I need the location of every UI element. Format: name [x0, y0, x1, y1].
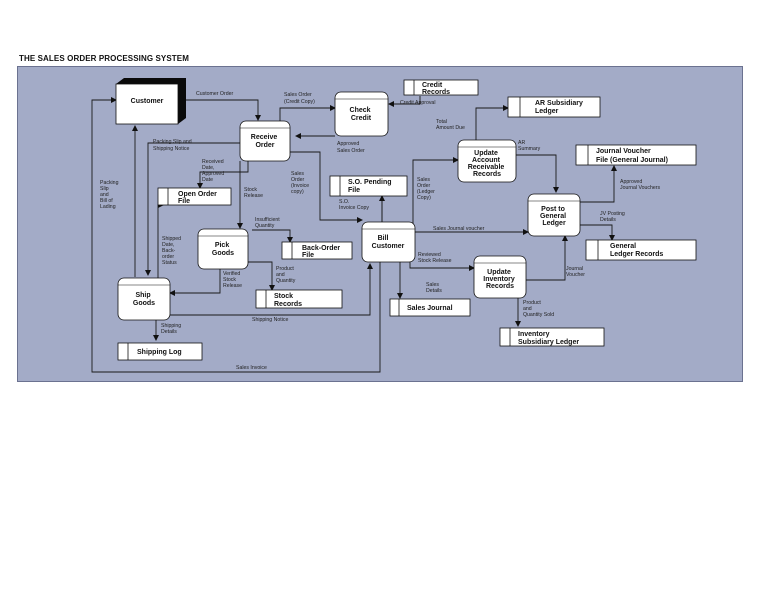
process-pick-goods-label: Pick Goods [212, 242, 234, 257]
store-open-order-label: Open Order File [178, 191, 219, 205]
flow-sales-invoice [91, 97, 381, 373]
label-shipping-details: Shipping Details [161, 323, 183, 335]
store-inventory-ledger: Inventory Subsidiary Ledger [499, 327, 605, 347]
store-inventory-ledger-label: Inventory Subsidiary Ledger [518, 331, 579, 346]
label-journal-voucher: Journal Voucher [566, 266, 585, 278]
label-customer-order: Customer Order [196, 91, 233, 97]
flow-total-amount-due [475, 105, 509, 142]
label-reviewed-stock: Reviewed Stock Release [418, 252, 452, 264]
label-stock-release: Stock Release [244, 187, 263, 199]
process-update-inventory-label: Update Inventory Records [483, 269, 516, 290]
entity-customer: Customer [115, 78, 186, 125]
process-post-gl-label: Post to General Ledger [540, 206, 568, 227]
store-shipping-log: Shipping Log [117, 342, 203, 361]
process-post-gl: Post to General Ledger [527, 193, 581, 237]
label-insufficient-qty: Insufficient Quantity [255, 217, 281, 229]
label-packing-slip: Packing Slip and Shipping Notice [153, 139, 193, 152]
store-journal-voucher: Journal Voucher File (General Journal) [575, 144, 697, 166]
process-ship-goods-label: Ship Goods [133, 292, 155, 307]
store-gl-records: General Ledger Records [585, 239, 697, 261]
label-approved-jv: Approved Journal Vouchers [620, 179, 660, 191]
flow-insufficient-qty [252, 229, 293, 243]
store-sales-journal: Sales Journal [389, 298, 471, 317]
process-receive-order: Receive Order [239, 120, 291, 162]
store-so-pending-label: S.O. Pending File [348, 179, 394, 194]
store-open-order: Open Order File [157, 187, 232, 206]
label-credit-approval: Credit Approval [400, 100, 435, 106]
store-gl-records-label: General Ledger Records [610, 243, 663, 258]
store-back-order: Back-Order File [281, 241, 353, 260]
label-shipping-notice: Shipping Notice [252, 317, 288, 323]
page-title: THE SALES ORDER PROCESSING SYSTEM [19, 54, 189, 63]
flow-verified-stock [169, 262, 221, 296]
label-packing-slip-bol: Packing Slip and Bill of Lading [100, 180, 120, 210]
process-check-credit: Check Credit [334, 91, 389, 137]
store-back-order-label: Back-Order File [302, 245, 342, 259]
store-ar-ledger-label: AR Subsidiary Ledger [535, 100, 585, 115]
flow-packing-slip [145, 142, 240, 276]
entity-customer-label: Customer [131, 98, 164, 105]
flow-credit-approval [388, 96, 421, 107]
label-sales-order-credit: Sales Order (Credit Copy) [284, 92, 315, 105]
label-jv-posting: JV Posting Details [600, 211, 626, 223]
store-stock-records: Stock Records [255, 289, 343, 309]
store-stock-records-label: Stock Records [274, 293, 302, 308]
label-so-invoice-copy: S.O. Invoice Copy [339, 199, 369, 211]
label-shipped-date: Shipped Date, Back- order Status [162, 236, 183, 266]
store-so-pending: S.O. Pending File [329, 175, 408, 197]
flow-journal-voucher [526, 235, 568, 281]
label-sales-journal-voucher: Sales Journal voucher [433, 226, 485, 232]
process-bill-customer-label: Bill Customer [372, 235, 405, 250]
label-sales-order-invoice: Sales Order (Invoice copy) [291, 171, 311, 195]
flow-product-qty [248, 261, 275, 291]
label-product-qty: Product and Quantity [276, 266, 296, 284]
flow-sales-order-invoice [290, 151, 363, 223]
label-sales-details: Sales Details [426, 282, 442, 294]
store-ar-ledger: AR Subsidiary Ledger [507, 96, 601, 118]
flow-lines [91, 96, 617, 373]
process-check-credit-label: Check Credit [350, 107, 373, 122]
label-sales-order-ledger: Sales Order (Ledger Copy) [417, 177, 436, 201]
store-shipping-log-label: Shipping Log [137, 349, 182, 356]
flow-approved-jv [580, 165, 617, 203]
label-received-date: Received Date, Approved Date [202, 159, 226, 183]
flow-reviewed-stock [409, 262, 475, 271]
label-approved-sales-order: Approved Sales Order [337, 141, 365, 154]
store-sales-journal-label: Sales Journal [407, 305, 453, 312]
flow-customer-order [180, 99, 261, 121]
process-receive-order-label: Receive Order [251, 134, 279, 149]
label-verified-stock: Verified Stock Release [223, 271, 242, 289]
process-update-inventory: Update Inventory Records [473, 255, 527, 299]
flow-received-date [197, 161, 249, 189]
flow-sales-order-ledger [412, 157, 459, 225]
label-total-amount-due: Total Amount Due [436, 119, 465, 131]
process-ship-goods: Ship Goods [117, 277, 171, 321]
flow-shipping-notice [170, 263, 373, 316]
process-bill-customer: Bill Customer [361, 221, 416, 263]
store-credit-records-label: Credit Records [422, 82, 450, 96]
store-credit-records: Credit Records [403, 79, 479, 96]
process-update-ar-label: Update Account Receivable Records [468, 150, 507, 178]
label-sales-invoice: Sales Invoice [236, 365, 267, 371]
process-update-ar: Update Account Receivable Records [457, 139, 517, 183]
flow-jv-posting [580, 224, 615, 241]
store-journal-voucher-label: Journal Voucher File (General Journal) [596, 148, 668, 164]
label-ar-summary: AR Summary [518, 140, 541, 152]
label-product-qty-sold: Product and Quantity Sold [523, 300, 554, 318]
flow-sales-order-credit [279, 105, 336, 124]
process-pick-goods: Pick Goods [197, 228, 249, 270]
flow-labels: Customer Order Sales Order (Credit Copy)… [100, 91, 660, 371]
flow-ar-summary [516, 154, 559, 193]
